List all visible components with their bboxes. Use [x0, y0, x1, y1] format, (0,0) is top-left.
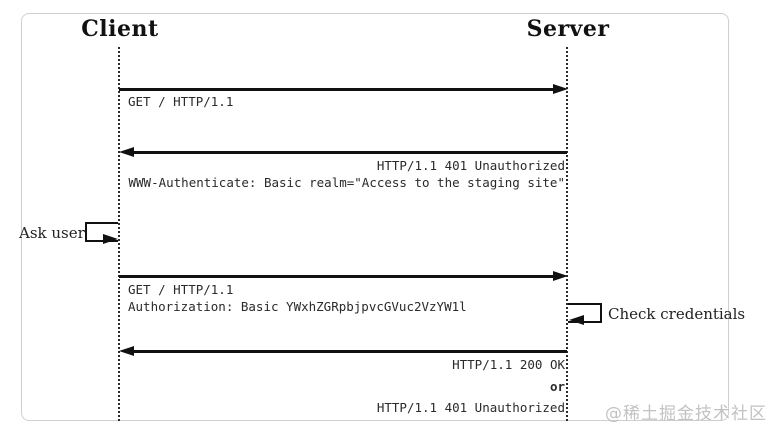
arrow-response1 — [132, 151, 567, 154]
message-line: GET / HTTP/1.1 — [128, 282, 234, 297]
message-response2: HTTP/1.1 200 OK or HTTP/1.1 401 Unauthor… — [377, 357, 565, 417]
check-credentials-loop — [568, 303, 602, 323]
actor-server-label: Server — [526, 16, 610, 42]
arrow-request1 — [119, 88, 555, 91]
message-request1: GET / HTTP/1.1 — [128, 94, 233, 111]
message-line: Authorization: Basic YWxhZGRpbjpvcGVuc2V… — [128, 298, 467, 314]
message-response1: HTTP/1.1 401 Unauthorized WWW-Authentica… — [129, 158, 566, 191]
message-line: GET / HTTP/1.1 — [128, 94, 234, 109]
ask-user-arrowhead — [103, 234, 118, 244]
arrowhead-request1 — [553, 84, 568, 94]
message-line: HTTP/1.1 401 Unauthorized — [376, 158, 565, 173]
actor-client-label: Client — [81, 16, 159, 42]
server-lifeline — [566, 47, 568, 421]
arrow-response2 — [132, 350, 567, 353]
check-credentials-label: Check credentials — [608, 305, 746, 323]
arrowhead-request2 — [553, 271, 568, 281]
message-line: WWW-Authenticate: Basic realm="Access to… — [128, 174, 566, 190]
check-credentials-arrowhead — [569, 315, 584, 325]
message-line: HTTP/1.1 401 Unauthorized — [376, 400, 565, 415]
arrowhead-response1 — [119, 147, 134, 157]
watermark: @稀土掘金技术社区 — [605, 404, 767, 424]
ask-user-loop — [85, 222, 118, 242]
client-lifeline — [118, 47, 120, 421]
arrowhead-response2 — [119, 346, 134, 356]
message-line: HTTP/1.1 200 OK — [452, 357, 565, 372]
ask-user-label: Ask user — [19, 224, 85, 242]
or-separator: or — [549, 378, 565, 394]
diagram-frame — [21, 13, 729, 421]
arrow-request2 — [119, 275, 555, 278]
message-request2: GET / HTTP/1.1 Authorization: Basic YWxh… — [128, 282, 467, 315]
